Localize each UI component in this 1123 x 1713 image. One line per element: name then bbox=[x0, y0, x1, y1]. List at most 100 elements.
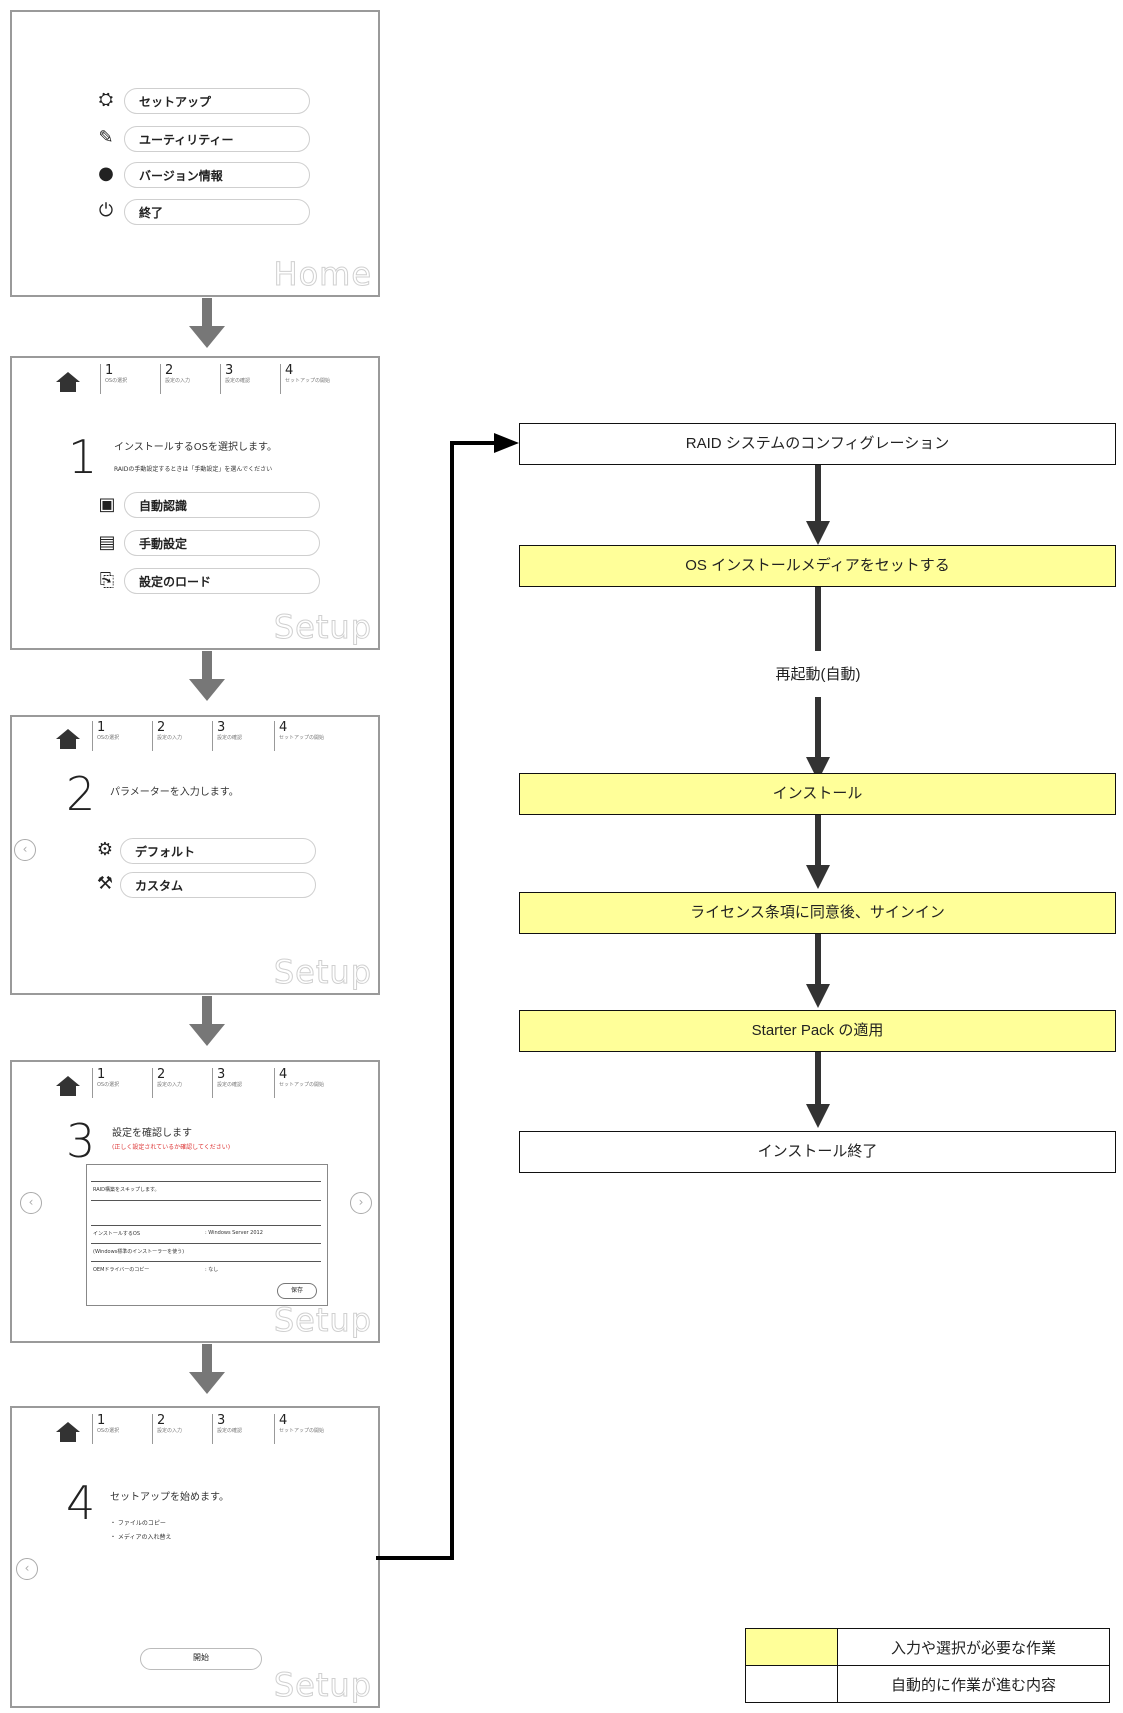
info-icon: ● bbox=[98, 163, 114, 184]
option-custom-button[interactable]: カスタム bbox=[120, 872, 316, 898]
gray-down-arrow bbox=[189, 1344, 225, 1394]
menu-version-button[interactable]: バージョン情報 bbox=[124, 162, 310, 188]
row-key: (Windows標準のインストーラーを使う) bbox=[93, 1249, 185, 1255]
bullet-item: ・ ファイルのコピー bbox=[110, 1520, 166, 1527]
watermark: Home bbox=[273, 255, 372, 294]
dark-down-arrow bbox=[806, 697, 830, 781]
dark-line bbox=[815, 587, 821, 651]
load-file-icon: ⎘ bbox=[99, 570, 115, 591]
back-arrow-button[interactable]: ‹ bbox=[14, 839, 36, 861]
watermark: Setup bbox=[273, 1666, 372, 1705]
step-number: 2 bbox=[66, 767, 96, 821]
flow-box-raid-config: RAID システムのコンフィグレーション bbox=[519, 423, 1116, 465]
dark-down-arrow bbox=[806, 815, 830, 889]
confirm-row: OEMドライバーのコピー : なし bbox=[91, 1261, 321, 1280]
save-button[interactable]: 保存 bbox=[277, 1283, 317, 1299]
row-key: RAID構築をスキップします。 bbox=[93, 1187, 160, 1193]
legend-swatch-auto bbox=[745, 1665, 838, 1703]
power-icon: ⏻ bbox=[98, 200, 114, 221]
row-value: : Windows Server 2012 bbox=[205, 1230, 263, 1236]
gray-down-arrow bbox=[189, 651, 225, 701]
back-arrow-button[interactable]: ‹ bbox=[20, 1192, 42, 1214]
gray-down-arrow bbox=[189, 298, 225, 348]
step-number: 3 bbox=[66, 1114, 96, 1168]
confirm-row: (Windows標準のインストーラーを使う) bbox=[91, 1243, 321, 1262]
start-button[interactable]: 開始 bbox=[140, 1648, 262, 1670]
bullet-item: ・ メディアの入れ替え bbox=[110, 1534, 172, 1541]
next-arrow-button[interactable]: › bbox=[350, 1192, 372, 1214]
option-label: 自動認識 bbox=[139, 499, 188, 513]
step-warning: (正しく設定されているか確認してください) bbox=[112, 1144, 231, 1151]
gear-icon: ⚙ bbox=[96, 839, 114, 860]
home-icon[interactable] bbox=[56, 1076, 80, 1098]
option-label: デフォルト bbox=[135, 845, 196, 859]
step-note: RAIDの手動設定するときは「手動設定」を選んでください bbox=[114, 466, 273, 473]
wrench-icon: ✎ bbox=[98, 127, 114, 148]
home-screen: ⛭ セットアップ ✎ ユーティリティー ● バージョン情報 ⏻ 終了 Home bbox=[10, 10, 380, 297]
menu-exit-button[interactable]: 終了 bbox=[124, 199, 310, 225]
menu-utility-button[interactable]: ユーティリティー bbox=[124, 126, 310, 152]
flow-box-starter-pack: Starter Pack の適用 bbox=[519, 1010, 1116, 1052]
option-default-button[interactable]: デフォルト bbox=[120, 838, 316, 864]
dark-down-arrow bbox=[806, 1052, 830, 1128]
legend-label-auto: 自動的に作業が進む内容 bbox=[837, 1665, 1110, 1703]
home-icon[interactable] bbox=[56, 1422, 80, 1444]
back-arrow-button[interactable]: ‹ bbox=[16, 1558, 38, 1580]
option-label: 手動設定 bbox=[139, 537, 188, 551]
menu-label: セットアップ bbox=[139, 95, 212, 109]
connector-arrow bbox=[376, 433, 519, 1560]
menu-label: 終了 bbox=[139, 206, 164, 220]
flow-box-install-complete: インストール終了 bbox=[519, 1131, 1116, 1173]
custom-tools-icon: ⚒ bbox=[96, 873, 114, 894]
menu-label: バージョン情報 bbox=[139, 169, 223, 183]
home-icon[interactable] bbox=[56, 729, 80, 751]
step-title: パラメーターを入力します。 bbox=[110, 787, 239, 798]
flow-box-license-signin: ライセンス条項に同意後、サインイン bbox=[519, 892, 1116, 934]
menu-label: ユーティリティー bbox=[139, 133, 234, 147]
watermark: Setup bbox=[273, 953, 372, 992]
option-manual-button[interactable]: 手動設定 bbox=[124, 530, 320, 556]
legend-label-manual: 入力や選択が必要な作業 bbox=[837, 1628, 1110, 1666]
manual-settings-icon: ▤ bbox=[98, 532, 116, 553]
auto-detect-icon: ▣ bbox=[98, 494, 116, 515]
reboot-label: 再起動(自動) bbox=[775, 666, 861, 683]
gray-down-arrow bbox=[189, 996, 225, 1046]
step-title: セットアップを始めます。 bbox=[110, 1492, 229, 1503]
watermark: Setup bbox=[273, 1301, 372, 1340]
option-load-button[interactable]: 設定のロード bbox=[124, 568, 320, 594]
row-key: インストールするOS bbox=[93, 1231, 141, 1237]
step-number: 1 bbox=[68, 430, 98, 484]
option-auto-button[interactable]: 自動認識 bbox=[124, 492, 320, 518]
legend-row-manual: 入力や選択が必要な作業 bbox=[745, 1628, 1110, 1666]
option-label: 設定のロード bbox=[139, 575, 212, 589]
confirm-panel: RAID構築をスキップします。 インストールするOS : Windows Ser… bbox=[86, 1164, 328, 1306]
flow-box-set-media: OS インストールメディアをセットする bbox=[519, 545, 1116, 587]
home-icon[interactable] bbox=[56, 372, 80, 394]
menu-setup-button[interactable]: セットアップ bbox=[124, 88, 310, 114]
option-label: カスタム bbox=[135, 879, 184, 893]
watermark: Setup bbox=[273, 608, 372, 647]
legend-table: 入力や選択が必要な作業 自動的に作業が進む内容 bbox=[745, 1628, 1110, 1703]
dark-down-arrow bbox=[806, 465, 830, 545]
